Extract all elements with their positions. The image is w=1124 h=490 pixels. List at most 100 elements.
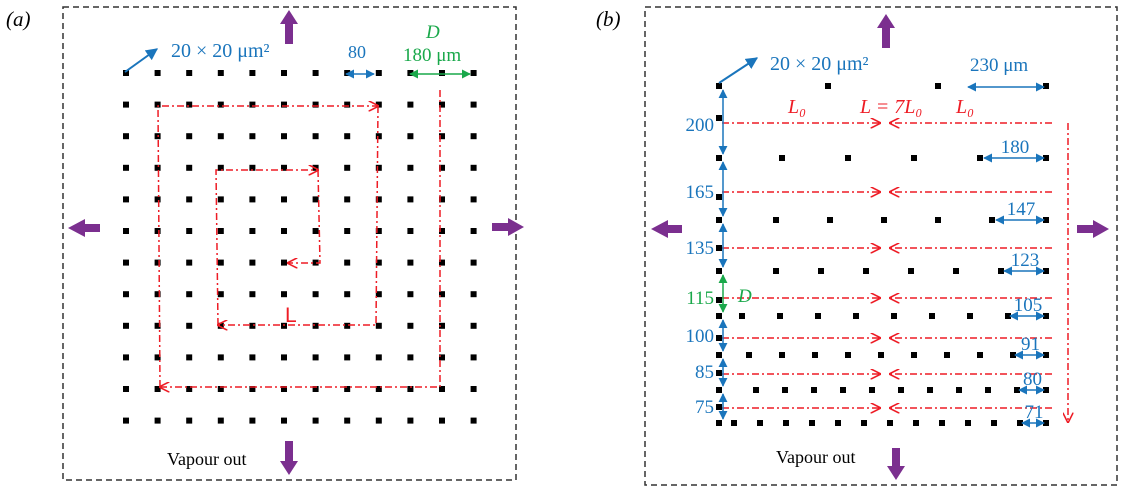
pillar bbox=[779, 155, 785, 161]
pillar bbox=[716, 194, 722, 200]
pillar bbox=[186, 322, 193, 329]
pillar bbox=[154, 228, 161, 234]
pillar bbox=[1043, 387, 1049, 393]
pitch-label: 180 bbox=[1001, 137, 1030, 158]
pillar bbox=[344, 164, 351, 171]
pillar bbox=[154, 164, 161, 171]
pillar bbox=[927, 387, 933, 393]
pillar bbox=[944, 352, 950, 358]
pillar bbox=[186, 101, 193, 108]
pillar bbox=[312, 417, 319, 424]
pillar bbox=[407, 354, 414, 361]
pillar bbox=[217, 417, 224, 424]
pillar bbox=[217, 70, 224, 76]
pillar bbox=[861, 420, 867, 426]
l-total-label: L = 7L₀ bbox=[859, 96, 922, 118]
pillar bbox=[281, 417, 287, 424]
pillar bbox=[439, 386, 445, 392]
pillar bbox=[375, 164, 382, 171]
pillar bbox=[1043, 268, 1049, 274]
pillar bbox=[154, 386, 161, 392]
pillar bbox=[863, 268, 869, 274]
panel-a-border bbox=[62, 6, 517, 481]
pitch-label: 80 bbox=[1023, 369, 1042, 390]
pillar bbox=[746, 352, 752, 358]
pillar bbox=[344, 228, 351, 234]
pillar bbox=[407, 196, 414, 203]
pitch-label: 91 bbox=[1021, 334, 1040, 355]
pillar bbox=[881, 217, 887, 223]
pillar bbox=[470, 164, 477, 171]
pillar bbox=[439, 417, 445, 424]
pillar bbox=[186, 354, 193, 361]
pillar bbox=[281, 164, 287, 171]
pillar bbox=[186, 70, 193, 76]
d-symbol-a: D bbox=[425, 22, 440, 43]
pillar bbox=[779, 352, 785, 358]
row-gap-label: 115 bbox=[686, 288, 714, 309]
pillar bbox=[186, 228, 193, 234]
d-symbol-b: D bbox=[737, 286, 752, 307]
pillar bbox=[123, 164, 129, 171]
spiral-path bbox=[157, 90, 441, 387]
pillar bbox=[716, 115, 722, 121]
vapour-arrow-up-a bbox=[280, 10, 298, 44]
pillar bbox=[154, 196, 161, 203]
pillar bbox=[716, 370, 722, 376]
row-gap-label: 200 bbox=[686, 115, 715, 136]
pillar bbox=[154, 259, 161, 266]
pillar bbox=[939, 420, 945, 426]
vapour-arrow-up-b bbox=[877, 14, 895, 48]
pillar bbox=[217, 386, 224, 392]
pillar bbox=[731, 420, 737, 426]
pillar bbox=[375, 70, 382, 76]
pillar bbox=[1043, 217, 1049, 223]
pillar bbox=[312, 322, 319, 329]
pillar bbox=[407, 133, 414, 140]
pillar bbox=[312, 291, 319, 298]
pillar bbox=[908, 268, 914, 274]
panel-a: (a) L 20 × 20 μm² 80 D 180 μm Vapour out bbox=[6, 6, 524, 481]
pillar bbox=[407, 259, 414, 266]
pillar bbox=[716, 404, 722, 410]
pillar bbox=[123, 196, 129, 203]
pillar bbox=[470, 133, 477, 140]
d-value-a: 180 μm bbox=[403, 45, 461, 66]
pillar bbox=[809, 420, 815, 426]
pillar bbox=[249, 228, 256, 234]
pillar bbox=[375, 354, 382, 361]
pillar bbox=[249, 417, 256, 424]
pillar bbox=[1043, 155, 1049, 161]
pillar bbox=[186, 133, 193, 140]
pillar bbox=[407, 322, 414, 329]
pillar bbox=[312, 133, 319, 140]
pillar bbox=[186, 291, 193, 298]
pillar bbox=[407, 101, 414, 108]
pillar bbox=[753, 387, 759, 393]
pillar bbox=[249, 386, 256, 392]
pillar bbox=[815, 313, 821, 319]
pillar bbox=[739, 313, 745, 319]
pillar bbox=[123, 101, 129, 108]
pillar bbox=[186, 196, 193, 203]
pillar bbox=[281, 386, 287, 392]
pillar bbox=[344, 354, 351, 361]
row-gap-label: 75 bbox=[695, 397, 714, 418]
pitch-label: 105 bbox=[1014, 295, 1043, 316]
pillar bbox=[123, 386, 129, 392]
pillar bbox=[439, 354, 445, 361]
pillar bbox=[375, 322, 382, 329]
pillar-size-label-b: 20 × 20 μm² bbox=[770, 53, 869, 75]
pillar bbox=[913, 420, 919, 426]
pillar bbox=[312, 354, 319, 361]
pillar bbox=[281, 196, 287, 203]
pillar bbox=[470, 386, 477, 392]
path-length-label: L bbox=[285, 304, 297, 327]
pillar bbox=[217, 354, 224, 361]
pillar bbox=[344, 101, 351, 108]
pillar bbox=[249, 133, 256, 140]
pillar bbox=[375, 386, 382, 392]
panel-b-label: (b) bbox=[596, 7, 621, 31]
